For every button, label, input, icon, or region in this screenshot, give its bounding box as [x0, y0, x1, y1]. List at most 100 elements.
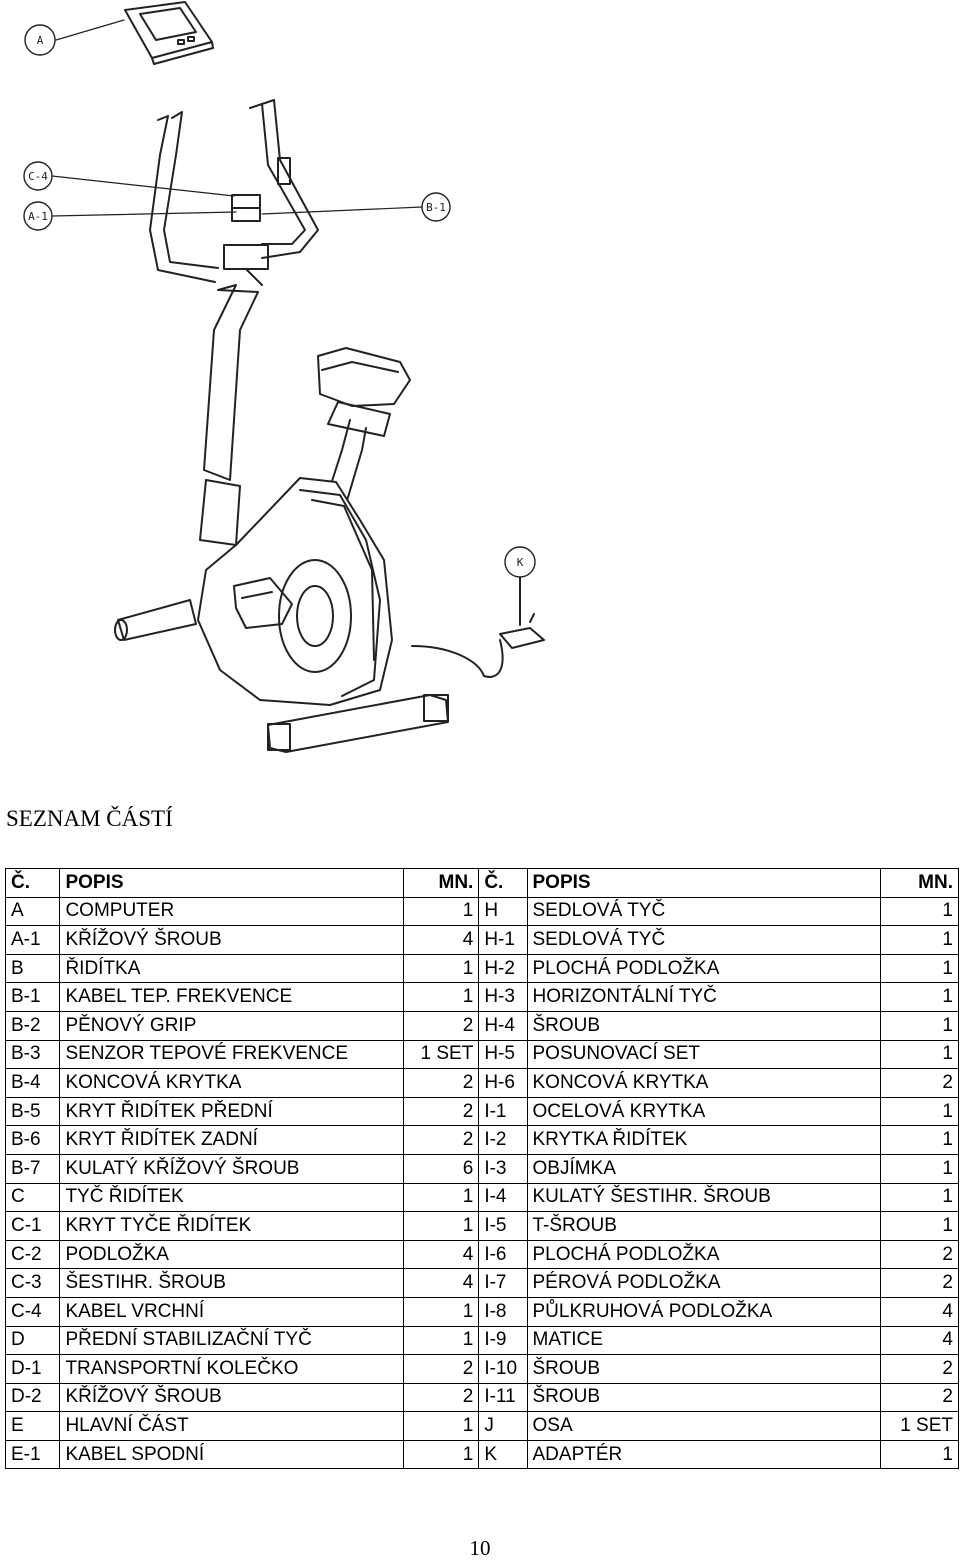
quantity-cell: 1	[402, 1296, 480, 1327]
description-cell: KABEL VRCHNÍ	[59, 1296, 404, 1327]
callout-leaders	[51, 19, 423, 217]
description-cell: ŠROUB	[526, 1010, 882, 1041]
quantity-cell: 4	[880, 1296, 959, 1327]
quantity-cell: 1	[880, 1010, 959, 1041]
part-id-cell: B-5	[4, 1096, 61, 1127]
part-id-cell: I-6	[478, 1239, 528, 1270]
page-number: 10	[469, 1536, 491, 1560]
quantity-cell: 2	[402, 1382, 480, 1413]
part-id-cell: H-1	[478, 925, 528, 955]
part-id-cell: H	[478, 896, 528, 927]
quantity-cell: 1	[880, 982, 959, 1012]
quantity-cell: 2	[880, 1382, 959, 1413]
quantity-cell: 1	[880, 1125, 959, 1155]
callout-label: C-4	[28, 170, 48, 183]
description-cell: ŘIDÍTKA	[59, 953, 404, 984]
description-cell: KRYT ŘIDÍTEK PŘEDNÍ	[59, 1096, 404, 1127]
part-id-cell: K	[478, 1439, 528, 1470]
description-cell: HLAVNÍ ČÁST	[59, 1411, 404, 1441]
description-cell: ADAPTÉR	[526, 1439, 882, 1470]
description-cell: HORIZONTÁLNÍ TYČ	[526, 982, 882, 1012]
quantity-cell: 1	[880, 1211, 959, 1241]
quantity-cell: 1	[402, 982, 480, 1012]
quantity-cell: 1	[880, 953, 959, 984]
description-cell: OSA	[526, 1411, 882, 1441]
callout-label: B-1	[426, 201, 446, 214]
description-cell: OBJÍMKA	[526, 1153, 882, 1184]
part-id-cell: D-2	[4, 1382, 61, 1413]
description-cell: KŘÍŽOVÝ ŠROUB	[59, 925, 404, 955]
part-id-cell: B-3	[4, 1039, 61, 1070]
quantity-cell: 1	[402, 1182, 480, 1213]
description-cell: KRYTKA ŘIDÍTEK	[526, 1125, 882, 1155]
description-cell: PLOCHÁ PODLOŽKA	[526, 953, 882, 984]
quantity-cell: 1	[402, 953, 480, 984]
description-cell: KŘÍŽOVÝ ŠROUB	[59, 1382, 404, 1413]
quantity-cell: 1	[880, 1096, 959, 1127]
part-id-cell: E	[4, 1411, 61, 1441]
header-cell: MN.	[880, 868, 959, 898]
part-id-cell: D-1	[4, 1354, 61, 1384]
section-title: SEZNAM ČÁSTÍ	[6, 806, 173, 831]
description-cell: POSUNOVACÍ SET	[526, 1039, 882, 1070]
quantity-cell: 4	[402, 1239, 480, 1270]
quantity-cell: 2	[402, 1096, 480, 1127]
part-id-cell: B-7	[4, 1153, 61, 1184]
part-id-cell: E-1	[4, 1439, 61, 1470]
part-id-cell: I-5	[478, 1211, 528, 1241]
part-id-cell: J	[478, 1411, 528, 1441]
header-cell: POPIS	[59, 868, 404, 898]
header-cell: POPIS	[526, 868, 882, 898]
quantity-cell: 1	[402, 896, 480, 927]
callout-a	[24, 24, 56, 56]
description-cell: PĚNOVÝ GRIP	[59, 1010, 404, 1041]
quantity-cell: 4	[880, 1325, 959, 1356]
description-cell: KRYT TYČE ŘIDÍTEK	[59, 1211, 404, 1241]
quantity-cell: 2	[402, 1068, 480, 1098]
part-id-cell: C-1	[4, 1211, 61, 1241]
quantity-cell: 1 SET	[402, 1039, 480, 1070]
callout-b1	[421, 192, 451, 222]
description-cell: ŠROUB	[526, 1354, 882, 1384]
description-cell: SEDLOVÁ TYČ	[526, 925, 882, 955]
part-id-cell: I-9	[478, 1325, 528, 1356]
part-id-cell: D	[4, 1325, 61, 1356]
description-cell: T-ŠROUB	[526, 1211, 882, 1241]
description-cell: SENZOR TEPOVÉ FREKVENCE	[59, 1039, 404, 1070]
part-id-cell: B-4	[4, 1068, 61, 1098]
part-id-cell: H-3	[478, 982, 528, 1012]
description-cell: PLOCHÁ PODLOŽKA	[526, 1239, 882, 1270]
callout-label: K	[517, 556, 524, 569]
header-cell: Č.	[478, 868, 528, 898]
callout-label: A-1	[28, 210, 48, 223]
quantity-cell: 6	[402, 1153, 480, 1184]
description-cell: KABEL TEP. FREKVENCE	[59, 982, 404, 1012]
part-id-cell: H-2	[478, 953, 528, 984]
quantity-cell: 2	[880, 1268, 959, 1298]
description-cell: MATICE	[526, 1325, 882, 1356]
quantity-cell: 4	[402, 925, 480, 955]
part-id-cell: B-6	[4, 1125, 61, 1155]
quantity-cell: 1	[880, 925, 959, 955]
header-cell: MN.	[402, 868, 480, 898]
description-cell: KONCOVÁ KRYTKA	[526, 1068, 882, 1098]
callout-a1	[23, 201, 53, 231]
description-cell: COMPUTER	[59, 896, 404, 927]
quantity-cell: 1	[880, 1182, 959, 1213]
quantity-cell: 1	[880, 896, 959, 927]
part-id-cell: I-7	[478, 1268, 528, 1298]
